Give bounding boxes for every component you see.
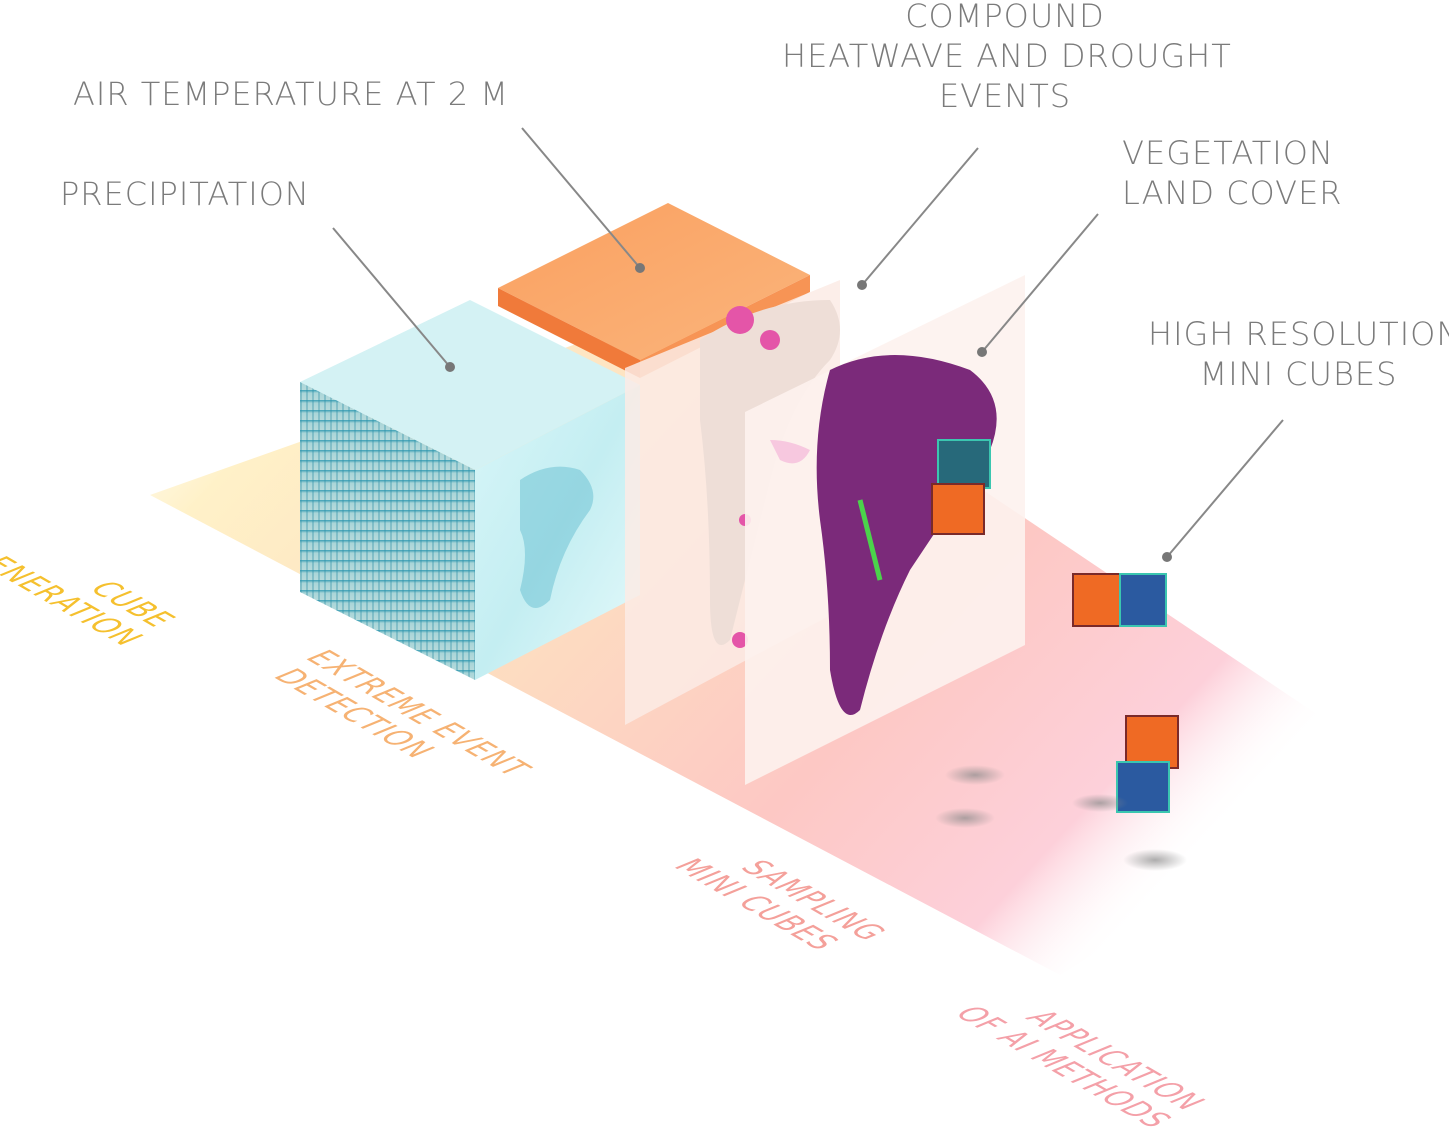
mini-cube-teal: [937, 439, 991, 489]
label-compound-line1: COMPOUND: [905, 0, 1105, 35]
label-compound-events: COMPOUND HEATWAVE AND DROUGHT EVENTS: [782, 0, 1232, 116]
mini-cube-shadows: [935, 765, 1187, 871]
mini-cube-orange: [1072, 573, 1124, 627]
mini-cube-orange: [931, 483, 985, 535]
label-vegetation-line1: VEGETATION: [1122, 134, 1334, 172]
mini-cube-teal: [1119, 573, 1167, 627]
label-vegetation-line2: LAND COVER: [1122, 174, 1343, 212]
label-precipitation: PRECIPITATION: [60, 175, 310, 213]
label-compound-line3: EVENTS: [938, 77, 1072, 115]
label-air-temperature: AIR TEMPERATURE AT 2 M: [73, 75, 509, 113]
ground-white-edge: [0, 495, 1060, 975]
precipitation-cube: [300, 300, 640, 680]
mini-cube-orange: [1125, 715, 1179, 769]
leader-lines: [332, 127, 1284, 562]
label-mini-cubes: HIGH RESOLUTION MINI CUBES: [1148, 314, 1449, 394]
label-vegetation: VEGETATION LAND COVER: [1122, 133, 1343, 213]
label-minicubes-line1: HIGH RESOLUTION: [1148, 315, 1449, 353]
mini-cubes: [931, 439, 1179, 813]
label-minicubes-line2: MINI CUBES: [1199, 355, 1398, 393]
label-compound-line2: HEATWAVE AND DROUGHT: [782, 37, 1232, 75]
